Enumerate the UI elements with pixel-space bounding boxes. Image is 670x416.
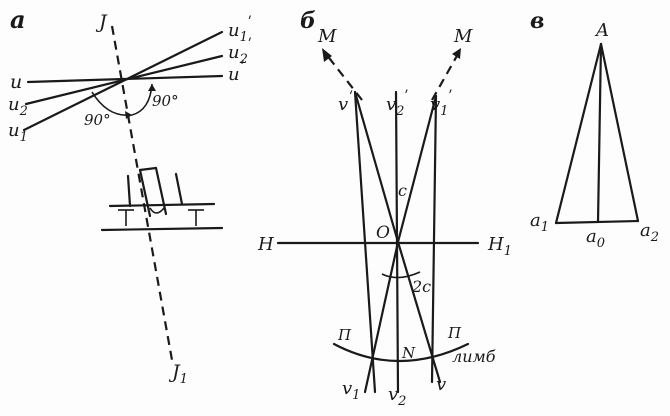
triangle-base (554, 219, 640, 225)
label-angle-left: 90° (84, 111, 111, 129)
label-p-right: П (447, 324, 462, 342)
label-p-left: П (337, 326, 352, 344)
angle-arrow-right (148, 84, 156, 91)
label-j-top: J (95, 11, 108, 33)
upright-top (138, 166, 158, 172)
base-center-curve (149, 207, 165, 214)
label-u2: u2 (8, 94, 28, 119)
label-a0: a0 (586, 226, 605, 251)
label-m-right: M (453, 26, 473, 47)
upright-right (154, 166, 168, 216)
angle-arrow-left (125, 111, 132, 119)
panel-a: a J J1 u uʹ u2 u2ʹ u1 u1ʹ 90° 90° (8, 5, 252, 387)
line-upper-right (396, 94, 438, 244)
label-v-bottom: v (436, 374, 446, 395)
label-v2: v2 (388, 384, 406, 409)
panel-c-tag: в (530, 8, 544, 34)
base-bottom-line (100, 226, 224, 232)
label-a1: a1 (530, 210, 549, 235)
ray-m-left-dashed (325, 53, 363, 101)
line-u1 (22, 30, 224, 132)
triangle-right-side (599, 42, 640, 223)
label-n: N (401, 344, 416, 362)
arrow-m-left (322, 48, 332, 62)
label-o: O (376, 223, 390, 243)
panel-c: в A a1 a0 a2 (530, 8, 659, 251)
panel-a-tag: a (10, 5, 26, 34)
strut-left (126, 174, 132, 208)
instrument-base (100, 166, 224, 232)
label-m-left: M (317, 26, 337, 47)
label-apex: A (594, 20, 609, 41)
label-j-bottom: J1 (168, 361, 188, 387)
label-u2-prime: u2ʹ (228, 37, 252, 67)
label-c: c (398, 181, 407, 200)
axis-j-line (110, 25, 174, 361)
label-v1: v1 (342, 378, 360, 403)
label-angle-right: 90° (152, 92, 179, 110)
limb-arc (332, 342, 470, 362)
arrow-m-right (452, 48, 461, 59)
panel-b-tag: б (300, 8, 316, 34)
base-top-line (108, 202, 216, 208)
upright-left (138, 168, 152, 218)
strut-right (174, 172, 184, 206)
label-limb: лимб (452, 347, 496, 366)
line-v1-prime-v (430, 94, 438, 384)
label-v-prime: vʹ (338, 90, 353, 115)
label-v2-prime: v2ʹ (386, 89, 408, 119)
line-lower-left (363, 240, 400, 394)
label-u: u (10, 71, 22, 93)
arc-2c (381, 271, 421, 279)
label-h1: H1 (487, 234, 512, 259)
label-h: H (257, 234, 274, 255)
panel-b: б M M H H1 vʹ v2ʹ v1ʹ c O 2c П П N л (257, 8, 512, 409)
ray-m-right-dashed (431, 53, 459, 101)
label-a2: a2 (640, 220, 659, 245)
angle-arc-right (131, 83, 153, 116)
label-2c: 2c (411, 277, 431, 296)
line-upper-left (353, 90, 400, 244)
label-u1: u1 (8, 120, 28, 145)
triangle-median (596, 42, 603, 224)
label-v1-prime: v1ʹ (430, 89, 452, 119)
line-lower-right (396, 240, 442, 384)
triangle-left-side (554, 42, 603, 225)
label-u-prime: uʹ (228, 60, 245, 85)
label-u1-prime: u1ʹ (228, 15, 252, 45)
